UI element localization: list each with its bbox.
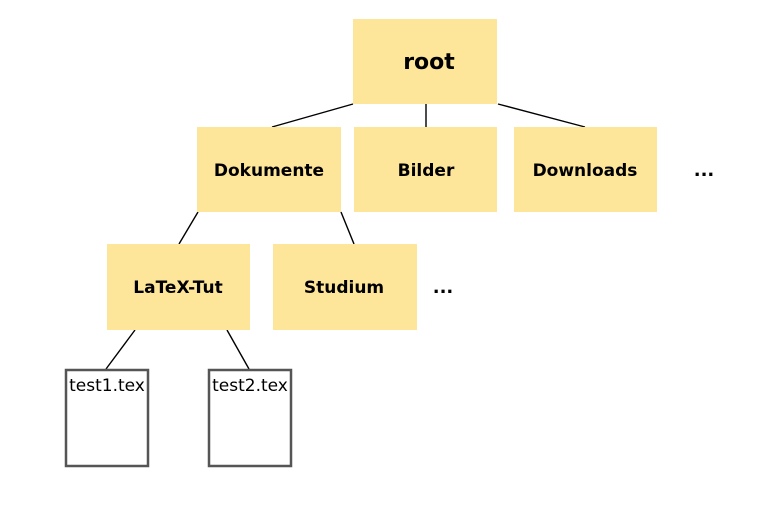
edge-root-downloads xyxy=(497,103,586,128)
folder-label-bilder: Bilder xyxy=(398,161,455,181)
ellipsis-level1: ... xyxy=(694,160,715,181)
ellipsis-level2: ... xyxy=(433,277,454,298)
folder-node-studium: Studium xyxy=(273,244,417,330)
edge-dokumente-studium xyxy=(340,211,355,245)
tree-edges xyxy=(105,103,586,370)
folder-label-dokumente: Dokumente xyxy=(214,161,324,181)
file-label-test1: test1.tex xyxy=(69,376,145,396)
folder-node-downloads: Downloads xyxy=(514,127,657,212)
folder-label-downloads: Downloads xyxy=(533,161,638,181)
folder-label-root: root xyxy=(403,50,455,75)
folder-node-dokumente: Dokumente xyxy=(197,127,341,212)
edge-latex-tut-test2 xyxy=(226,329,250,370)
folder-node-root: root xyxy=(353,19,497,104)
edge-latex-tut-test1 xyxy=(105,329,136,370)
folder-label-latex-tut: LaTeX-Tut xyxy=(133,278,222,298)
file-node-test1: test1.tex xyxy=(64,368,150,468)
folder-node-bilder: Bilder xyxy=(354,127,497,212)
file-label-test2: test2.tex xyxy=(212,376,288,396)
file-node-test2: test2.tex xyxy=(207,368,293,468)
folder-node-latex-tut: LaTeX-Tut xyxy=(107,244,250,330)
folder-label-studium: Studium xyxy=(304,278,384,298)
edge-dokumente-latex-tut xyxy=(178,211,199,245)
edge-root-dokumente xyxy=(271,103,354,128)
